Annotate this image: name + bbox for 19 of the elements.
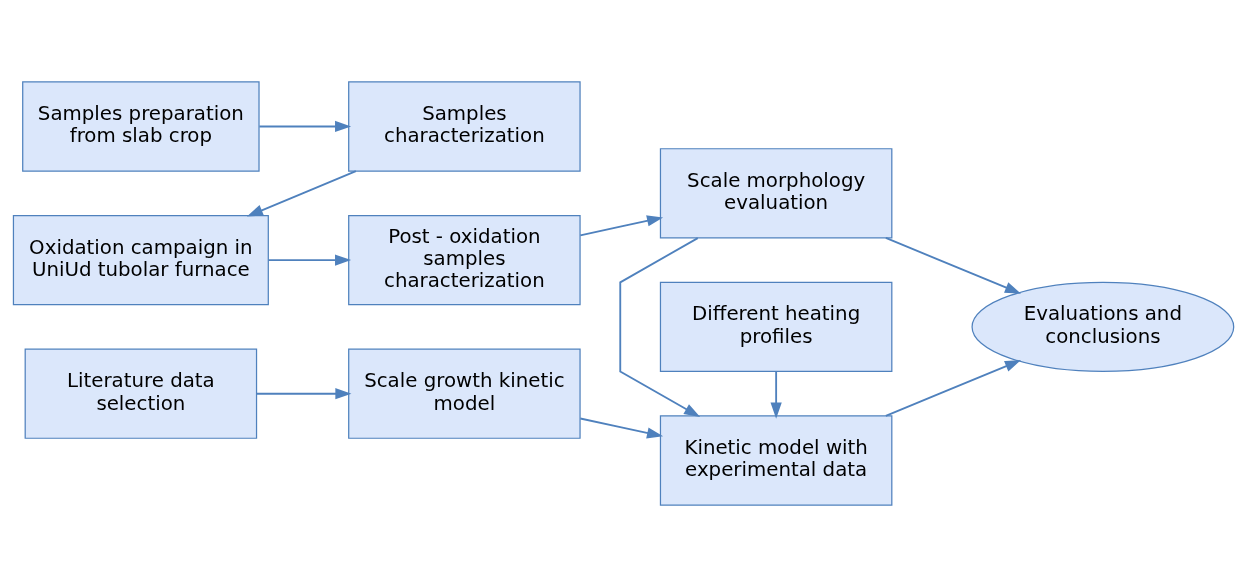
arrow [884,236,1022,294]
arrow [258,120,352,132]
node-box: Samples preparation from slab crop [22,80,260,172]
arrow [579,417,664,438]
node-box: Kinetic model with experimental data [659,414,893,506]
node-box: Scale morphology evaluation [659,147,893,238]
node-box: Post - oxidation samples characterization [348,214,581,305]
arrow [267,253,352,266]
arrow [770,370,782,419]
arrow [884,359,1022,417]
node-box: Different heating profiles [659,281,893,372]
arrow [619,236,701,417]
arrow [255,387,352,399]
node-box: Oxidation campaign in UniUd tubolar furnace [12,214,269,305]
node-box: Literature data selection [24,348,258,439]
arrow [246,169,357,216]
arrow [579,214,664,236]
node-box: Scale growth kinetic model [348,348,581,439]
node-box: Samples characterization [348,80,581,172]
